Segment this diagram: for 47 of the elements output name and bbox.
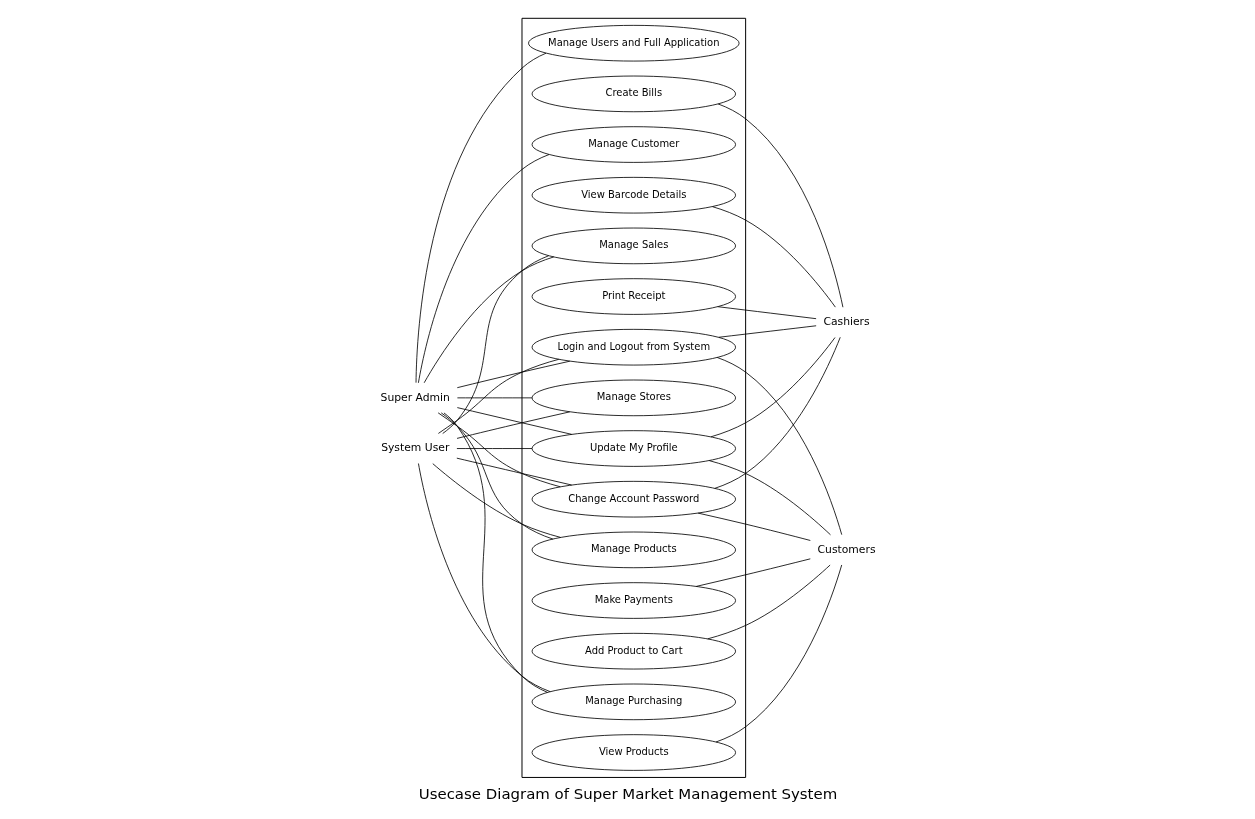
connector	[431, 463, 561, 538]
connector	[717, 103, 843, 308]
connector	[697, 512, 811, 541]
connector	[456, 397, 532, 399]
connector	[440, 412, 553, 540]
node-text: Cashiers	[822, 315, 870, 329]
connector	[441, 255, 549, 434]
connector	[437, 412, 561, 488]
node-ellipse: Print Receipt	[531, 278, 736, 315]
connector	[713, 336, 841, 489]
node-ellipse: View Products	[531, 734, 736, 771]
connector	[417, 154, 549, 384]
node-ellipse: Manage Sales	[531, 227, 736, 265]
node-ellipse: Manage Products	[531, 531, 736, 569]
node-ellipse: Manage Customer	[531, 126, 736, 163]
connector	[715, 564, 842, 743]
node-ellipse: Manage Purchasing	[531, 683, 736, 721]
connector	[711, 206, 836, 308]
connector	[443, 412, 548, 693]
node-ellipse: Add Product to Cart	[531, 632, 736, 670]
node-text: System User	[380, 441, 449, 455]
connector	[455, 448, 532, 449]
node-ellipse: Login and Logout from System	[531, 328, 736, 366]
node-text: Customers	[817, 542, 876, 556]
node-ellipse: Manage Users and Full Application	[527, 24, 739, 62]
connector	[417, 463, 551, 693]
connector	[695, 558, 811, 587]
diagram-title: Usecase Diagram of Super Market Management System	[418, 785, 837, 804]
connector	[415, 52, 546, 384]
node-ellipse: Change Account Password	[531, 480, 736, 518]
node-ellipse: Manage Stores	[531, 379, 736, 417]
connector	[710, 337, 835, 438]
connector	[716, 306, 817, 320]
connector	[437, 358, 559, 434]
connector	[423, 256, 554, 384]
node-ellipse: Make Payments	[531, 582, 736, 619]
cluster	[521, 17, 746, 778]
node-ellipse: View Barcode Details	[531, 176, 736, 214]
connector	[456, 360, 570, 389]
connector	[455, 457, 572, 486]
connector	[706, 564, 831, 640]
node-ellipse: Update My Profile	[531, 430, 736, 467]
connector	[717, 325, 817, 338]
connector	[716, 357, 842, 536]
node-text: Super Admin	[380, 390, 450, 404]
node-ellipse: Create Bills	[531, 75, 736, 113]
connector	[708, 460, 831, 536]
